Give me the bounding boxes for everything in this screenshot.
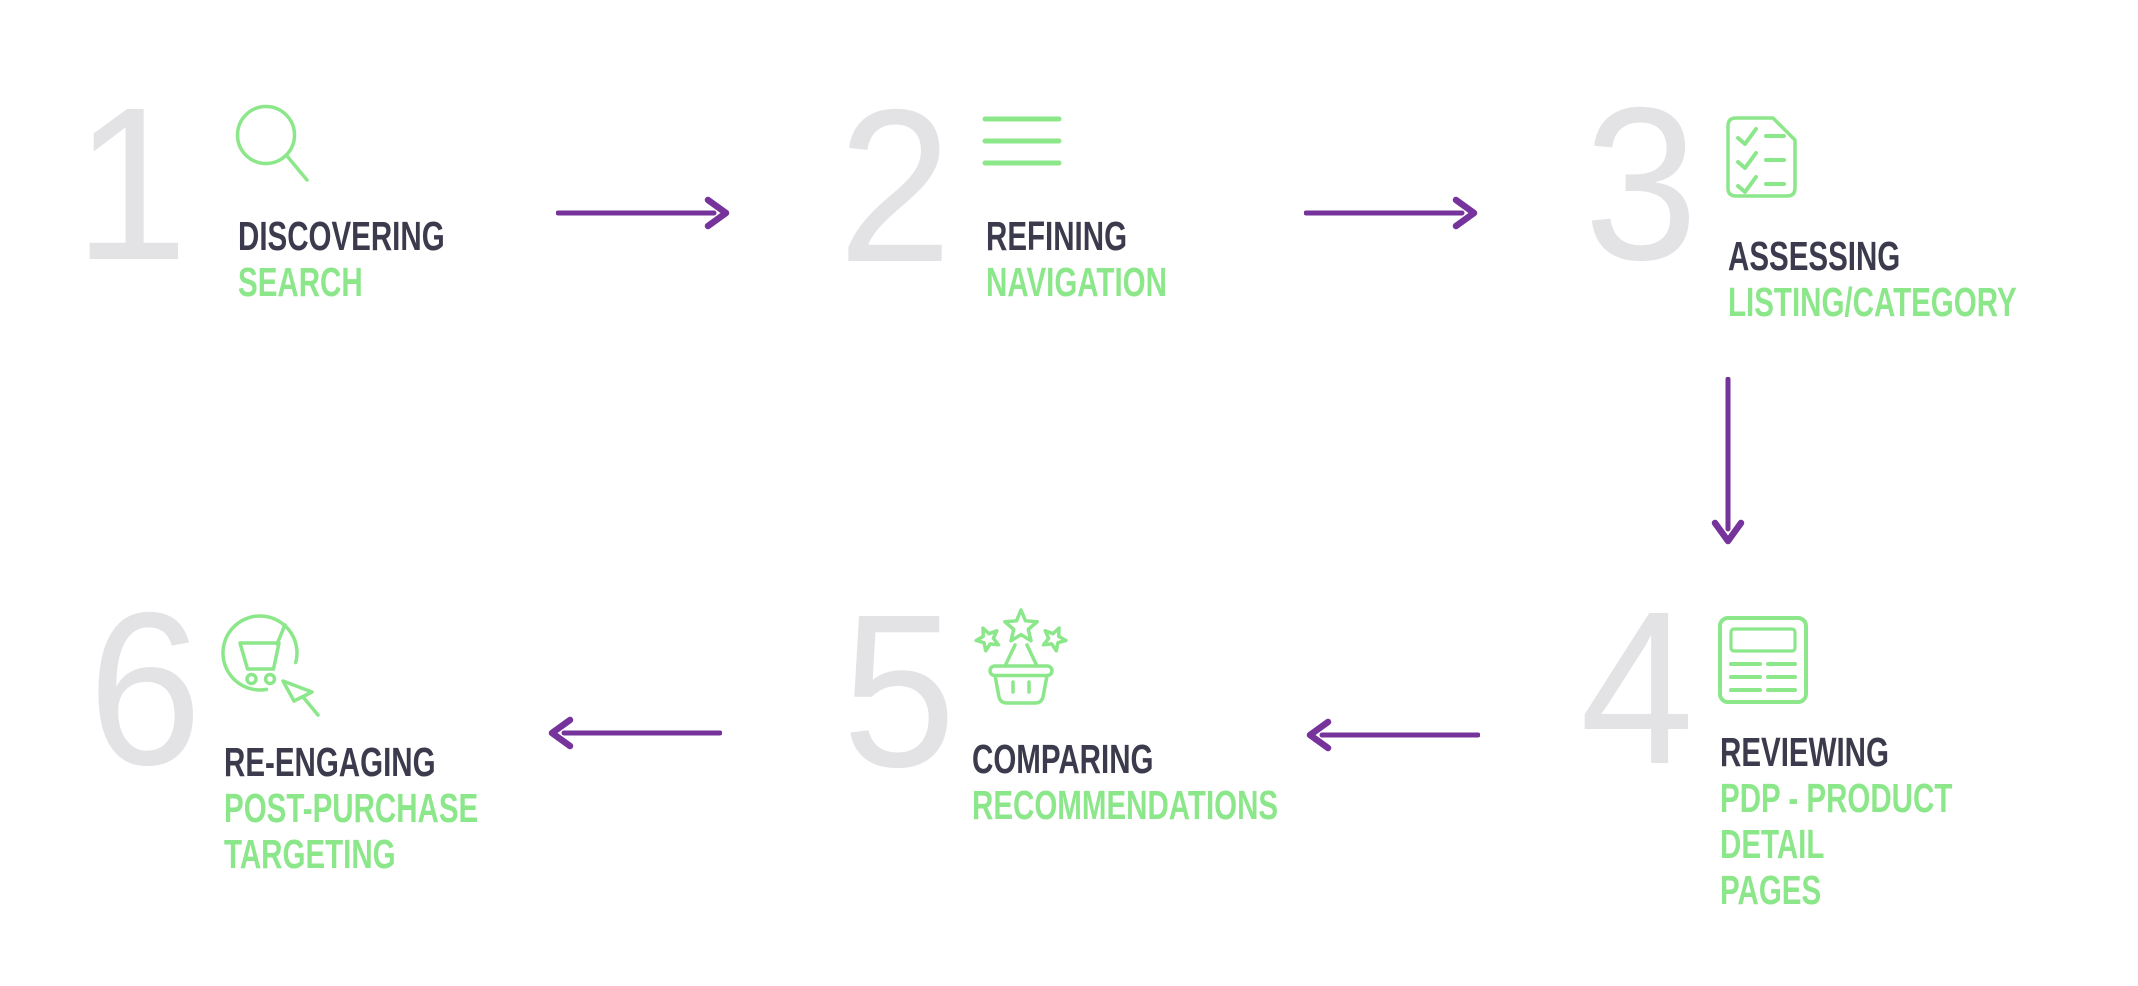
step-3-labels: ASSESSING LISTING/CATEGORY	[1728, 233, 2017, 325]
step-2-labels: REFINING NAVIGATION	[986, 213, 1167, 305]
step-4-title: REVIEWING	[1720, 729, 1889, 775]
arrow-4-to-5	[1304, 716, 1480, 754]
step-1-title: DISCOVERING	[238, 213, 445, 259]
step-3-title: ASSESSING	[1728, 233, 1901, 279]
starred-basket-icon	[968, 604, 1074, 712]
menu-lines-icon	[982, 114, 1062, 168]
arrow-1-to-2	[556, 194, 732, 232]
checklist-doc-icon	[1726, 116, 1797, 198]
step-3-number: 3	[1584, 63, 1698, 306]
arrow-3-to-4	[1709, 377, 1747, 549]
step-4-labels: REVIEWING PDP - PRODUCT DETAIL PAGES	[1720, 729, 2021, 913]
step-6-subtitle: POST-PURCHASE TARGETING	[224, 785, 479, 877]
step-4-subtitle: PDP - PRODUCT DETAIL PAGES	[1720, 775, 1953, 913]
step-6-title: RE-ENGAGING	[224, 739, 436, 785]
step-1-labels: DISCOVERING SEARCH	[238, 213, 445, 305]
step-2-subtitle: NAVIGATION	[986, 259, 1167, 305]
arrow-5-to-6	[546, 714, 722, 752]
step-4-number: 4	[1580, 567, 1694, 810]
step-1-number: 1	[74, 63, 188, 306]
product-page-icon	[1718, 616, 1808, 704]
step-5-number: 5	[842, 570, 956, 813]
cart-cursor-icon	[220, 612, 322, 718]
step-6-labels: RE-ENGAGING POST-PURCHASE TARGETING	[224, 739, 478, 877]
arrow-2-to-3	[1304, 194, 1480, 232]
step-5-labels: COMPARING RECOMMENDATIONS	[972, 736, 1278, 828]
step-2-title: REFINING	[986, 213, 1128, 259]
step-5-title: COMPARING	[972, 736, 1154, 782]
step-6-number: 6	[88, 568, 202, 811]
search-icon	[235, 104, 317, 190]
step-5-subtitle: RECOMMENDATIONS	[972, 782, 1279, 828]
step-1-subtitle: SEARCH	[238, 259, 363, 305]
step-3-subtitle: LISTING/CATEGORY	[1728, 279, 2017, 325]
step-2-number: 2	[838, 65, 952, 308]
